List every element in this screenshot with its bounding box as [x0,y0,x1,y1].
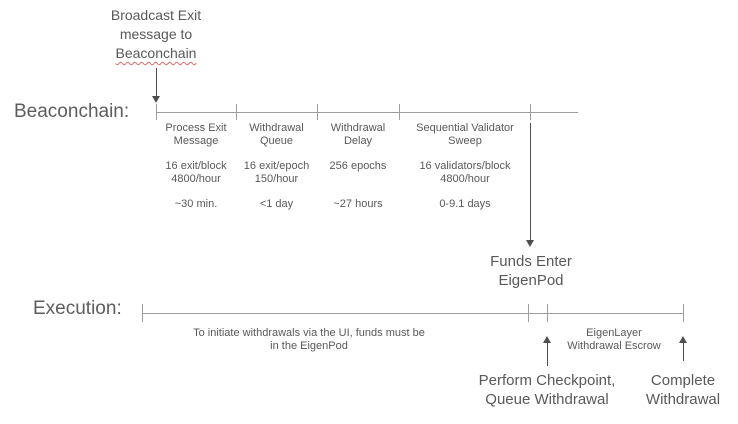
broadcast-exit-note-line1: Broadcast Exit [110,7,202,23]
broadcast-arrow-down-icon [152,96,160,103]
funds-arrow-down-icon [526,240,534,247]
complete-arrow-up-icon [679,336,687,343]
beaconchain-timeline [156,112,578,113]
phase-duration: 0-9.1 days [439,198,491,210]
broadcast-exit-note-line3-misspelled: Beaconchain [115,45,197,61]
phase-rate: 16 exit/block 4800/hour [165,160,227,185]
phase-title: Process Exit Message [165,122,227,147]
funds-arrow-shaft [530,123,531,240]
checkpoint-arrow-up-icon [543,336,551,343]
beaconchain-tick-4 [399,104,400,120]
phase-duration: <1 day [259,198,294,210]
broadcast-arrow-shaft [156,68,157,96]
beaconchain-tick-2 [236,104,237,120]
perform-checkpoint-label: Perform Checkpoint, Queue Withdrawal [478,372,616,408]
execution-timeline [142,313,683,314]
broadcast-exit-note-line2: message to [119,26,193,42]
phase-rate: 256 epochs [329,160,387,172]
eigenlayer-withdrawal-escrow-label: EigenLayer Withdrawal Escrow [567,327,661,352]
funds-enter-eigenpod-note: Funds Enter EigenPod [490,253,572,289]
complete-arrow-shaft [683,343,684,361]
beaconchain-section-label: Beaconchain: [14,101,130,122]
complete-withdrawal-label: Complete Withdrawal [645,372,721,408]
ui-withdrawal-note: To initiate withdrawals via the UI, fund… [193,327,425,352]
phase-duration: ~27 hours [333,198,383,210]
execution-tick-3 [547,304,548,322]
checkpoint-arrow-shaft [547,343,548,366]
beaconchain-tick-1 [156,104,157,120]
phase-rate: 16 exit/epoch 150/hour [243,160,310,185]
phase-sequential-validator-sweep: Sequential Validator Sweep 16 validators… [399,122,531,211]
execution-section-label: Execution: [33,298,122,319]
phase-duration: ~30 min. [174,198,218,210]
phase-title: Sequential Validator Sweep [416,122,514,147]
phase-withdrawal-queue: Withdrawal Queue 16 exit/epoch 150/hour … [236,122,317,211]
phase-rate: 16 validators/block 4800/hour [419,160,511,185]
execution-tick-4 [683,304,684,322]
phase-title: Withdrawal Queue [249,122,304,147]
phase-process-exit-message: Process Exit Message 16 exit/block 4800/… [156,122,236,211]
beaconchain-tick-3 [317,104,318,120]
phase-title: Withdrawal Delay [330,122,386,147]
phase-withdrawal-delay: Withdrawal Delay 256 epochs ~27 hours [317,122,399,211]
beaconchain-tick-5 [530,104,531,120]
execution-tick-1 [142,304,143,322]
execution-tick-2 [528,304,529,322]
broadcast-exit-note: Broadcast Exit message to Beaconchain [92,6,220,63]
